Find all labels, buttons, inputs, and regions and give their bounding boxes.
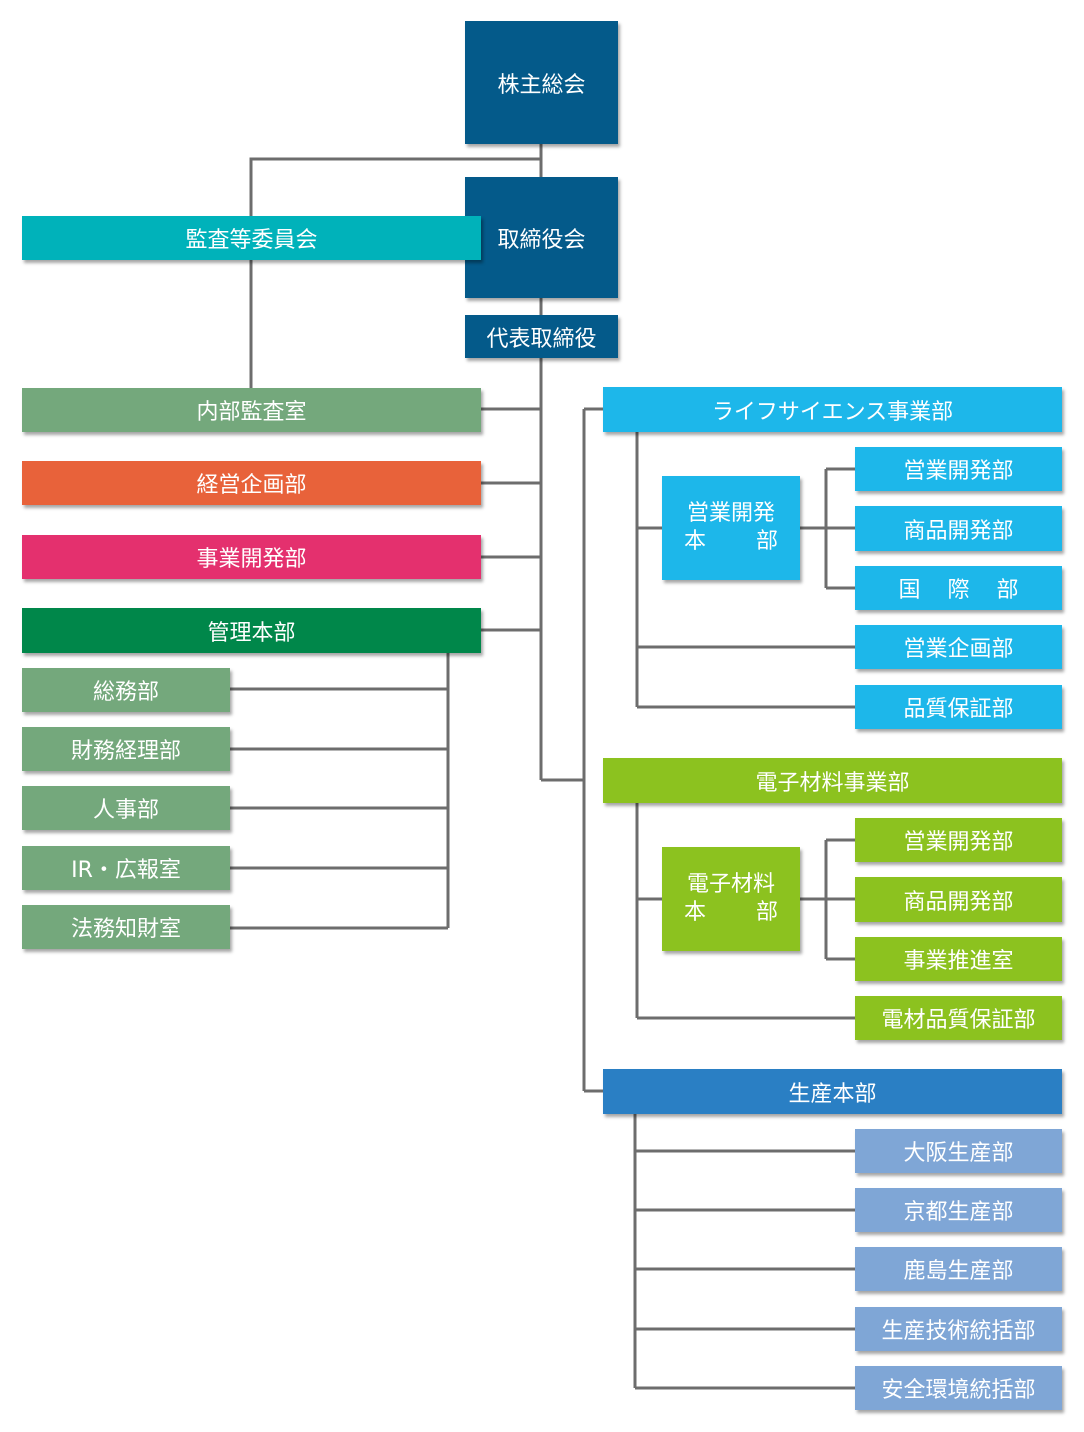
life-science-sales-hq-box: 営業開発 本 部 xyxy=(662,476,800,580)
audit-committee-box: 監査等委員会 xyxy=(22,216,481,260)
international-char: 国 xyxy=(898,578,921,603)
electronic-materials-division-box: 電子材料事業部 xyxy=(603,758,1062,803)
admin-unit-box: IR・広報室 xyxy=(22,846,230,890)
hq-line1: 電子材料 xyxy=(686,872,775,897)
business-development-box: 事業開発部 xyxy=(22,535,481,579)
admin-unit-box: 人事部 xyxy=(22,786,230,830)
hq-line2-b: 部 xyxy=(755,529,778,554)
hq-line2-a: 本 xyxy=(684,900,707,925)
corporate-planning-box: 経営企画部 xyxy=(22,461,481,505)
hq-line2-a: 本 xyxy=(684,529,707,554)
internal-audit-box: 内部監査室 xyxy=(22,388,481,432)
hq-line2-b: 部 xyxy=(755,900,778,925)
international-label: 国 際 部 xyxy=(899,572,1019,604)
admin-unit-box: 総務部 xyxy=(22,668,230,712)
shareholders-meeting-box: 株主総会 xyxy=(465,21,618,144)
international-char: 際 xyxy=(947,578,970,603)
life-science-unit-box: 商品開発部 xyxy=(855,506,1062,551)
electronic-materials-unit-box: 電材品質保証部 xyxy=(855,996,1062,1040)
hq-line2: 本 部 xyxy=(684,528,778,556)
production-unit-box: 鹿島生産部 xyxy=(855,1247,1062,1291)
admin-unit-box: 法務知財室 xyxy=(22,905,230,949)
life-science-division-box: ライフサイエンス事業部 xyxy=(603,387,1062,432)
electronic-materials-unit-box: 営業開発部 xyxy=(855,818,1062,862)
electronic-materials-unit-box: 事業推進室 xyxy=(855,937,1062,981)
administration-hq-box: 管理本部 xyxy=(22,608,481,653)
life-science-unit-box: 品質保証部 xyxy=(855,685,1062,729)
production-unit-box: 安全環境統括部 xyxy=(855,1366,1062,1410)
admin-unit-box: 財務経理部 xyxy=(22,727,230,771)
connector xyxy=(249,157,541,216)
life-science-international-box: 国 際 部 xyxy=(855,566,1062,610)
production-unit-box: 京都生産部 xyxy=(855,1188,1062,1232)
production-unit-box: 大阪生産部 xyxy=(855,1129,1062,1173)
electronic-materials-hq-box: 電子材料 本 部 xyxy=(662,847,800,951)
ceo-box: 代表取締役 xyxy=(465,315,618,358)
board-of-directors-box: 取締役会 xyxy=(465,177,618,298)
life-science-unit-box: 営業開発部 xyxy=(855,447,1062,491)
electronic-materials-unit-box: 商品開発部 xyxy=(855,877,1062,922)
international-char: 部 xyxy=(996,578,1019,603)
hq-line1: 営業開発 xyxy=(686,501,775,526)
production-unit-box: 生産技術統括部 xyxy=(855,1307,1062,1351)
life-science-unit-box: 営業企画部 xyxy=(855,625,1062,669)
hq-line2: 本 部 xyxy=(684,899,778,927)
production-hq-box: 生産本部 xyxy=(603,1069,1062,1114)
